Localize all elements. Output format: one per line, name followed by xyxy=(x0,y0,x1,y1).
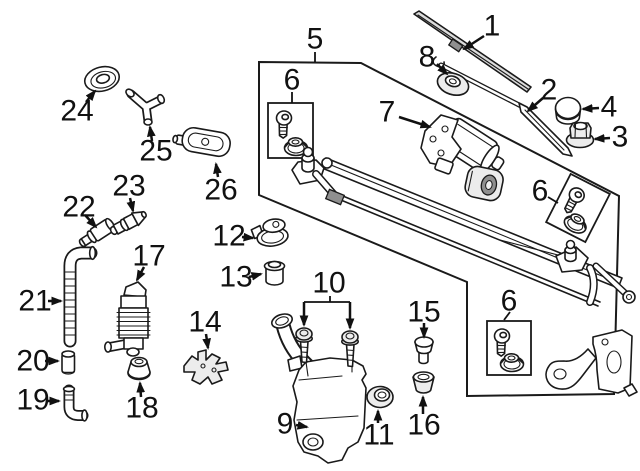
buffer-cap-part xyxy=(412,371,435,394)
pump-grommet-part xyxy=(127,356,151,381)
linkage-assembly-box xyxy=(258,60,621,398)
mounting-kit-lower xyxy=(486,320,532,376)
reservoir-bolt xyxy=(340,330,359,368)
callout-15: 15 xyxy=(407,296,440,329)
callout-24: 24 xyxy=(60,95,93,128)
callout-14: 14 xyxy=(188,306,221,339)
mount-bracket-part xyxy=(545,329,638,397)
pivot-nut-part xyxy=(565,121,595,149)
hood-seal-grommet-part xyxy=(83,65,121,93)
callout-20: 20 xyxy=(16,345,49,378)
pivot-grommet-part xyxy=(436,72,470,97)
callout-17: 17 xyxy=(132,240,165,273)
callout-16: 16 xyxy=(407,409,440,442)
retainer-pin-part xyxy=(414,336,434,365)
mounting-kit-upper xyxy=(267,102,314,159)
reservoir-bolt xyxy=(294,327,313,364)
callout-23: 23 xyxy=(112,170,145,203)
wiper-arm-part xyxy=(432,56,573,157)
motor-mount-bushing xyxy=(464,165,504,202)
callout-21: 21 xyxy=(18,285,51,318)
callout-labels: 1 2 3 4 5 6 6 6 7 8 9 10 11 12 13 14 15 … xyxy=(16,10,628,452)
callout-9: 9 xyxy=(277,408,294,441)
y-connector-part xyxy=(125,88,166,126)
callout-8: 8 xyxy=(419,41,436,74)
callout-7: 7 xyxy=(379,96,396,129)
hose-clip-bracket-part xyxy=(183,349,229,385)
callout-18: 18 xyxy=(125,392,158,425)
callout-2: 2 xyxy=(541,74,558,107)
hose-connector-part xyxy=(109,210,147,236)
connector-sleeve-part xyxy=(61,350,76,375)
washer-nozzle-part xyxy=(172,126,231,158)
callout-3: 3 xyxy=(612,121,629,154)
callout-25: 25 xyxy=(139,135,172,168)
callout-6b: 6 xyxy=(532,175,549,208)
callout-4: 4 xyxy=(601,91,618,124)
filler-cup-part xyxy=(263,260,286,286)
callout-22: 22 xyxy=(62,191,95,224)
washer-pump-part xyxy=(104,281,151,357)
callout-12: 12 xyxy=(212,220,245,253)
reservoir-grommet-part xyxy=(366,385,394,409)
elbow-hose-part xyxy=(62,384,89,422)
callout-10: 10 xyxy=(312,267,345,300)
callout-11: 11 xyxy=(363,419,394,452)
callout-26: 26 xyxy=(204,174,237,207)
callout-13: 13 xyxy=(219,261,252,294)
mounting-kit-right xyxy=(544,172,612,244)
callout-1: 1 xyxy=(484,10,501,43)
washer-hose-part xyxy=(63,245,98,348)
check-valve-part xyxy=(78,217,116,248)
callout-6a: 6 xyxy=(284,64,301,97)
callout-5: 5 xyxy=(307,23,324,56)
callout-leaders xyxy=(45,34,611,430)
pivot-cap-part xyxy=(554,96,582,125)
wiper-blade-part xyxy=(413,10,532,93)
wiper-linkage-part xyxy=(291,146,636,307)
reservoir-cap-part xyxy=(250,218,289,247)
callout-6c: 6 xyxy=(501,285,518,318)
callout-19: 19 xyxy=(16,384,49,417)
